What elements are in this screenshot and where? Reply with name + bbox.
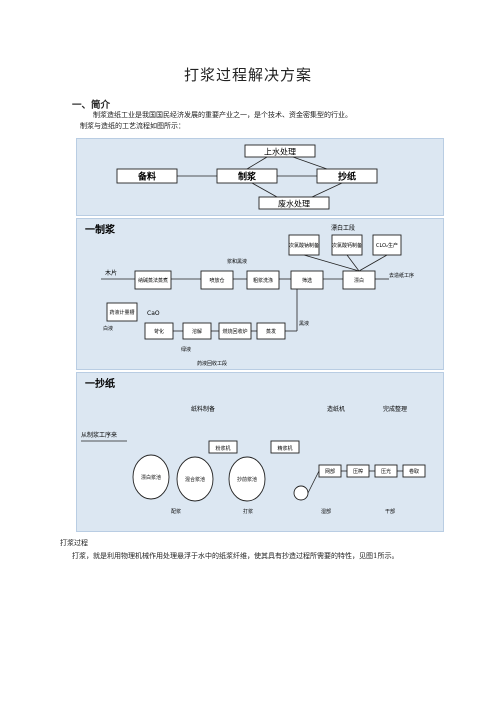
paper-machine-label: 造纸机 (327, 405, 345, 413)
recovery-section-label: 药液回收工段 (197, 360, 227, 367)
label-4: 干部 (385, 508, 395, 515)
overview-top-label: 上水处理 (264, 147, 296, 157)
overview-arrow-5 (251, 182, 278, 198)
chem2-label: 次氯酸钙制备 (332, 242, 362, 249)
evaporate-label: 蒸发 (266, 328, 276, 335)
page-title: 打浆过程解决方案 (183, 66, 312, 84)
chem3-label: CLO₂生产 (376, 242, 398, 249)
press-label: 压榨 (353, 468, 363, 475)
screen-box (290, 270, 324, 290)
finishing-label: 完成整理 (383, 405, 407, 413)
overview-diagram: 上水处理 备料 制浆 抄纸 废水处理 (76, 138, 444, 216)
causticize-prep-box (106, 302, 138, 322)
overview-bottom-label: 废水处理 (278, 199, 310, 209)
wash-label: 粗浆洗涤 (253, 277, 273, 284)
tank1-label: 漂白浆池 (141, 474, 161, 481)
refiner2-label: 精浆机 (277, 445, 292, 452)
pump (293, 485, 309, 501)
beating-paragraph: 打浆，就是利用物理机械作用处理悬浮于水中的纸浆纤维，使其具有抄造过程所需要的特性… (72, 552, 399, 560)
cao-label: CaO (147, 310, 160, 317)
dissolve-label: 溶解 (192, 328, 202, 335)
label-3: 湿部 (321, 508, 331, 515)
tank3 (228, 456, 266, 502)
refiner1-label: 粉浆机 (215, 445, 230, 452)
screen-label: 筛选 (302, 277, 312, 284)
overview-arrow-4 (292, 156, 328, 170)
from-pulp-label: 从制浆工序来 (81, 431, 117, 439)
reel-label: 卷取 (409, 468, 419, 475)
bleach-section-label: 漂白工段 (331, 224, 355, 232)
overview-arrow-3 (246, 156, 268, 170)
black-liquor-label: 黑液 (299, 320, 309, 327)
refiner2-box (270, 440, 300, 454)
black-label: 浆和黑液 (227, 258, 247, 265)
label-1: 配浆 (171, 508, 181, 515)
intro-paragraph-2: 制浆与造纸的工艺流程如图所示： (80, 122, 185, 130)
dryer-label: 压光 (381, 468, 391, 475)
overview-middle-label: 制浆 (238, 171, 257, 183)
papermaking-heading: 一抄纸 (85, 377, 115, 390)
bleach-label: 漂白 (354, 277, 364, 284)
chem1-label: 次氯酸钠制备 (289, 242, 319, 249)
overview-bottom-box (258, 196, 330, 210)
furnace-label: 燃烧回收炉 (222, 328, 247, 335)
wash-box (246, 270, 280, 290)
section-heading-intro: 一、简介 (72, 100, 111, 111)
overview-right-label: 抄纸 (338, 171, 356, 183)
section-heading-beating: 打浆过程 (60, 539, 88, 547)
tank3-label: 抄前浆池 (237, 476, 257, 483)
blow-box (200, 270, 234, 290)
overview-left-label: 备料 (137, 171, 156, 183)
causticize-label: 苛化 (154, 328, 164, 335)
stock-prep-label: 纸料制备 (191, 405, 215, 413)
refiner1-box (208, 440, 238, 454)
papermaking-diagram: 一抄纸 纸料制备 造纸机 完成整理 从制浆工序来 漂白浆池 混合浆池 粉浆机 抄… (76, 372, 444, 532)
tank1 (132, 454, 170, 500)
pulping-heading: 一制浆 (85, 223, 116, 236)
intro-paragraph-1: 制浆造纸工业是我国国民经济发展的重要产业之一，是个技术、资金密集型的行业。 (93, 111, 352, 119)
cooking-label: 纳碱蒸法蒸煮 (138, 277, 168, 284)
input-wood-label: 木片 (105, 269, 117, 277)
pulping-diagram: 一制浆 漂白工段 次氯酸钠制备 次氯酸钙制备 CLO₂生产 木片 纳碱蒸法蒸煮 … (76, 218, 444, 370)
tank2-label: 混合浆池 (185, 476, 205, 483)
causticize-prep-label: 药液计量槽 (109, 309, 134, 316)
label-2: 打浆 (243, 508, 253, 515)
white-liquor-label: 白液 (103, 325, 113, 332)
tank2 (176, 456, 214, 502)
cooking-box (134, 270, 172, 290)
overview-top-box (244, 144, 316, 158)
blow-label: 喷放仓 (209, 277, 224, 284)
green-liquor-label: 绿液 (181, 346, 191, 353)
to-paper-label: 去造纸工序 (389, 272, 414, 279)
wire-label: 网部 (325, 468, 335, 475)
overview-arrow-6 (311, 182, 343, 198)
